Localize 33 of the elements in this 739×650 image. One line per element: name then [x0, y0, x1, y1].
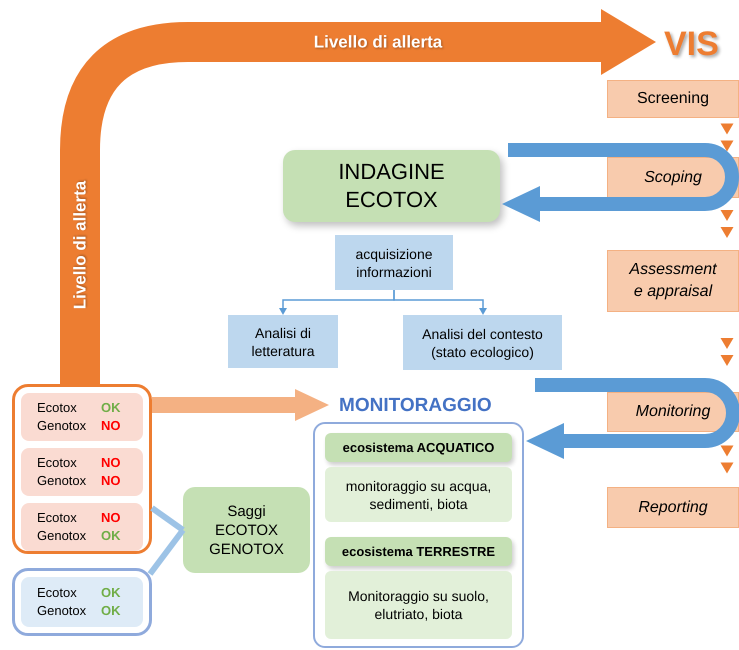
chevron-arrow: [720, 446, 734, 474]
category-box: ecosistema ACQUATICO: [325, 433, 512, 462]
category-box: ecosistema TERRESTRE: [325, 537, 512, 566]
arrow: [393, 290, 487, 315]
arrow: [152, 389, 329, 421]
process-box: Analisi di letteratura: [228, 315, 338, 368]
chevron-arrow: [720, 338, 734, 366]
process-box: Saggi ECOTOX GENOTOX: [183, 487, 310, 573]
curved-arrow: [60, 9, 656, 384]
edge-label: Livello di allerta: [314, 31, 442, 54]
u-turn-arrow: [502, 143, 739, 222]
content-box: monitoraggio su acqua, sedimenti, biota: [325, 467, 512, 522]
u-turn-arrow: [526, 378, 739, 459]
connector-line: [150, 506, 185, 532]
group-frame: [12, 384, 152, 554]
result-card: Ecotox OK Genotox OK: [21, 577, 143, 627]
connector-line: [148, 528, 186, 576]
section-heading: MONITORAGGIO: [339, 394, 492, 418]
group-frame: [12, 568, 152, 636]
process-box: Analisi del contesto (stato ecologico): [403, 315, 562, 370]
process-box: acquisizione informazioni: [335, 235, 453, 290]
title-text: VIS: [656, 22, 738, 66]
stage-box: Assessment e appraisal: [607, 250, 739, 312]
result-card: Ecotox NO Genotox OK: [21, 503, 143, 551]
stage-box: Reporting: [607, 487, 739, 528]
chevron-arrow: [720, 124, 734, 152]
arrow-label: Livello di allerta: [69, 180, 90, 310]
result-card: Ecotox NO Genotox NO: [21, 448, 143, 496]
stage-box: Screening: [607, 80, 739, 118]
result-card: Ecotox OK Genotox NO: [21, 393, 143, 441]
content-box: Monitoraggio su suolo, elutriato, biota: [325, 571, 512, 639]
chevron-arrow: [720, 210, 734, 238]
process-box: INDAGINE ECOTOX: [283, 150, 500, 222]
